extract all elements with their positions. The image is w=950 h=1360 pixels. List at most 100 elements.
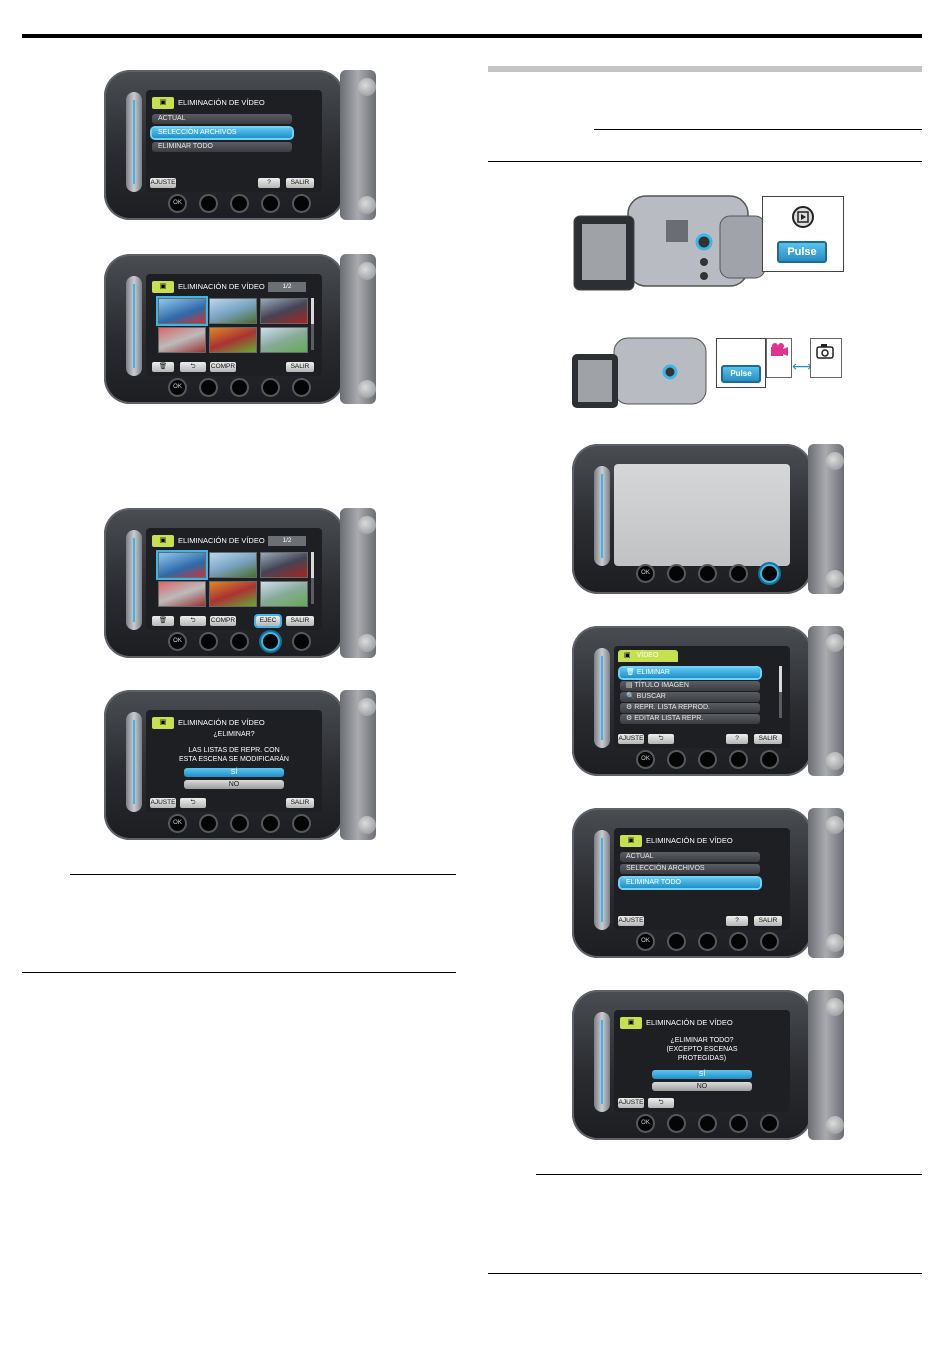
hw-button[interactable] <box>201 816 216 831</box>
menu-button[interactable] <box>294 380 309 395</box>
thumbnail[interactable] <box>209 581 257 607</box>
hw-button[interactable] <box>700 752 715 767</box>
menu-button[interactable] <box>294 634 309 649</box>
salir-button[interactable]: SALIR <box>754 916 782 926</box>
menu-item-eliminar[interactable]: 🗑 ELIMINAR <box>620 668 760 678</box>
option-actual[interactable]: ACTUAL <box>620 852 760 862</box>
hw-button[interactable] <box>232 196 247 211</box>
touch-slider[interactable] <box>594 1012 610 1112</box>
hw-button[interactable] <box>731 566 746 581</box>
touch-slider[interactable] <box>126 276 142 376</box>
thumbnail[interactable] <box>209 552 257 578</box>
scrollbar[interactable] <box>311 552 314 604</box>
thumbnail[interactable] <box>158 298 206 324</box>
touch-slider[interactable] <box>594 648 610 748</box>
scrollbar[interactable] <box>311 298 314 350</box>
ok-button[interactable]: OK <box>638 934 653 949</box>
scrollbar[interactable] <box>779 666 782 718</box>
back-button[interactable]: ⮌ <box>180 798 206 808</box>
ajuste-button[interactable]: AJUSTE <box>618 916 644 926</box>
thumbnail[interactable] <box>260 552 308 578</box>
hw-button[interactable] <box>263 380 278 395</box>
help-button[interactable]: ? <box>726 734 748 744</box>
touch-slider[interactable] <box>126 530 142 630</box>
option-eliminar-todo[interactable]: ELIMINAR TODO <box>152 142 292 152</box>
hw-button[interactable] <box>263 816 278 831</box>
back-button[interactable]: ⮌ <box>180 616 206 626</box>
hw-button[interactable] <box>232 634 247 649</box>
back-button[interactable]: ⮌ <box>648 1098 674 1108</box>
thumbnail[interactable] <box>158 552 206 578</box>
ejec-button[interactable]: EJEC <box>256 616 280 626</box>
hw-button[interactable] <box>669 752 684 767</box>
ajuste-button[interactable]: AJUSTE <box>150 798 176 808</box>
no-button[interactable]: NO <box>184 780 284 789</box>
option-seleccion-archivos[interactable]: SELECCIÓN ARCHIVOS <box>620 864 760 874</box>
thumbnail[interactable] <box>260 298 308 324</box>
hw-button[interactable] <box>669 566 684 581</box>
yes-button[interactable]: SÍ <box>184 768 284 777</box>
thumbnail[interactable] <box>158 327 206 353</box>
option-seleccion-archivos[interactable]: SELECCIÓN ARCHIVOS <box>152 128 292 138</box>
hw-button[interactable] <box>201 634 216 649</box>
salir-button[interactable]: SALIR <box>754 734 782 744</box>
menu-item-repr-lista[interactable]: ⚙ REPR. LISTA REPROD. <box>620 703 760 713</box>
hw-button[interactable] <box>731 1116 746 1131</box>
menu-button[interactable] <box>294 816 309 831</box>
trash-button[interactable]: 🗑 <box>152 616 174 626</box>
hw-button[interactable] <box>700 1116 715 1131</box>
back-button[interactable]: ⮌ <box>180 362 206 372</box>
ok-button[interactable]: OK <box>638 752 653 767</box>
trash-button[interactable]: 🗑 <box>152 362 174 372</box>
thumbnail[interactable] <box>158 581 206 607</box>
ok-button[interactable]: OK <box>170 634 185 649</box>
ajuste-button[interactable]: AJUSTE <box>618 1098 644 1108</box>
touch-slider[interactable] <box>126 712 142 812</box>
help-button[interactable]: ? <box>726 916 748 926</box>
ok-button[interactable]: OK <box>638 1116 653 1131</box>
menu-button-highlighted[interactable] <box>762 566 777 581</box>
thumbnail[interactable] <box>260 581 308 607</box>
hw-button[interactable] <box>669 1116 684 1131</box>
touch-slider[interactable] <box>126 92 142 192</box>
salir-button[interactable]: SALIR <box>286 798 314 808</box>
yes-button[interactable]: SÍ <box>652 1070 752 1079</box>
thumbnail[interactable] <box>209 327 257 353</box>
salir-button[interactable]: SALIR <box>286 616 314 626</box>
menu-item-titulo-imagen[interactable]: ▤ TÍTULO IMAGEN <box>620 681 760 691</box>
thumbnail[interactable] <box>209 298 257 324</box>
touch-slider[interactable] <box>594 830 610 930</box>
ok-button[interactable]: OK <box>170 816 185 831</box>
hw-button[interactable] <box>700 934 715 949</box>
back-button[interactable]: ⮌ <box>648 734 674 744</box>
hw-button-highlighted[interactable] <box>263 634 278 649</box>
help-button[interactable]: ? <box>258 178 280 188</box>
salir-button[interactable]: SALIR <box>286 362 314 372</box>
ajuste-button[interactable]: AJUSTE <box>150 178 176 188</box>
hw-button[interactable] <box>700 566 715 581</box>
hw-button[interactable] <box>731 752 746 767</box>
compr-button[interactable]: COMPR <box>210 616 236 626</box>
menu-button[interactable] <box>762 934 777 949</box>
ok-button[interactable]: OK <box>638 566 653 581</box>
thumbnail[interactable] <box>260 327 308 353</box>
menu-item-buscar[interactable]: 🔍 BUSCAR <box>620 692 760 702</box>
compr-button[interactable]: COMPR <box>210 362 236 372</box>
no-button[interactable]: NO <box>652 1082 752 1091</box>
option-actual[interactable]: ACTUAL <box>152 114 292 124</box>
salir-button[interactable]: SALIR <box>286 178 314 188</box>
menu-button[interactable] <box>762 752 777 767</box>
option-eliminar-todo[interactable]: ELIMINAR TODO <box>620 878 760 888</box>
hw-button[interactable] <box>669 934 684 949</box>
ok-button[interactable]: OK <box>170 196 185 211</box>
hw-button[interactable] <box>263 196 278 211</box>
menu-item-editar-lista[interactable]: ⚙ EDITAR LISTA REPR. <box>620 714 760 724</box>
hw-button[interactable] <box>201 196 216 211</box>
hw-button[interactable] <box>232 380 247 395</box>
hw-button[interactable] <box>731 934 746 949</box>
hw-button[interactable] <box>232 816 247 831</box>
ajuste-button[interactable]: AJUSTE <box>618 734 644 744</box>
touch-slider[interactable] <box>594 466 610 566</box>
menu-button[interactable] <box>762 1116 777 1131</box>
hw-button[interactable] <box>201 380 216 395</box>
